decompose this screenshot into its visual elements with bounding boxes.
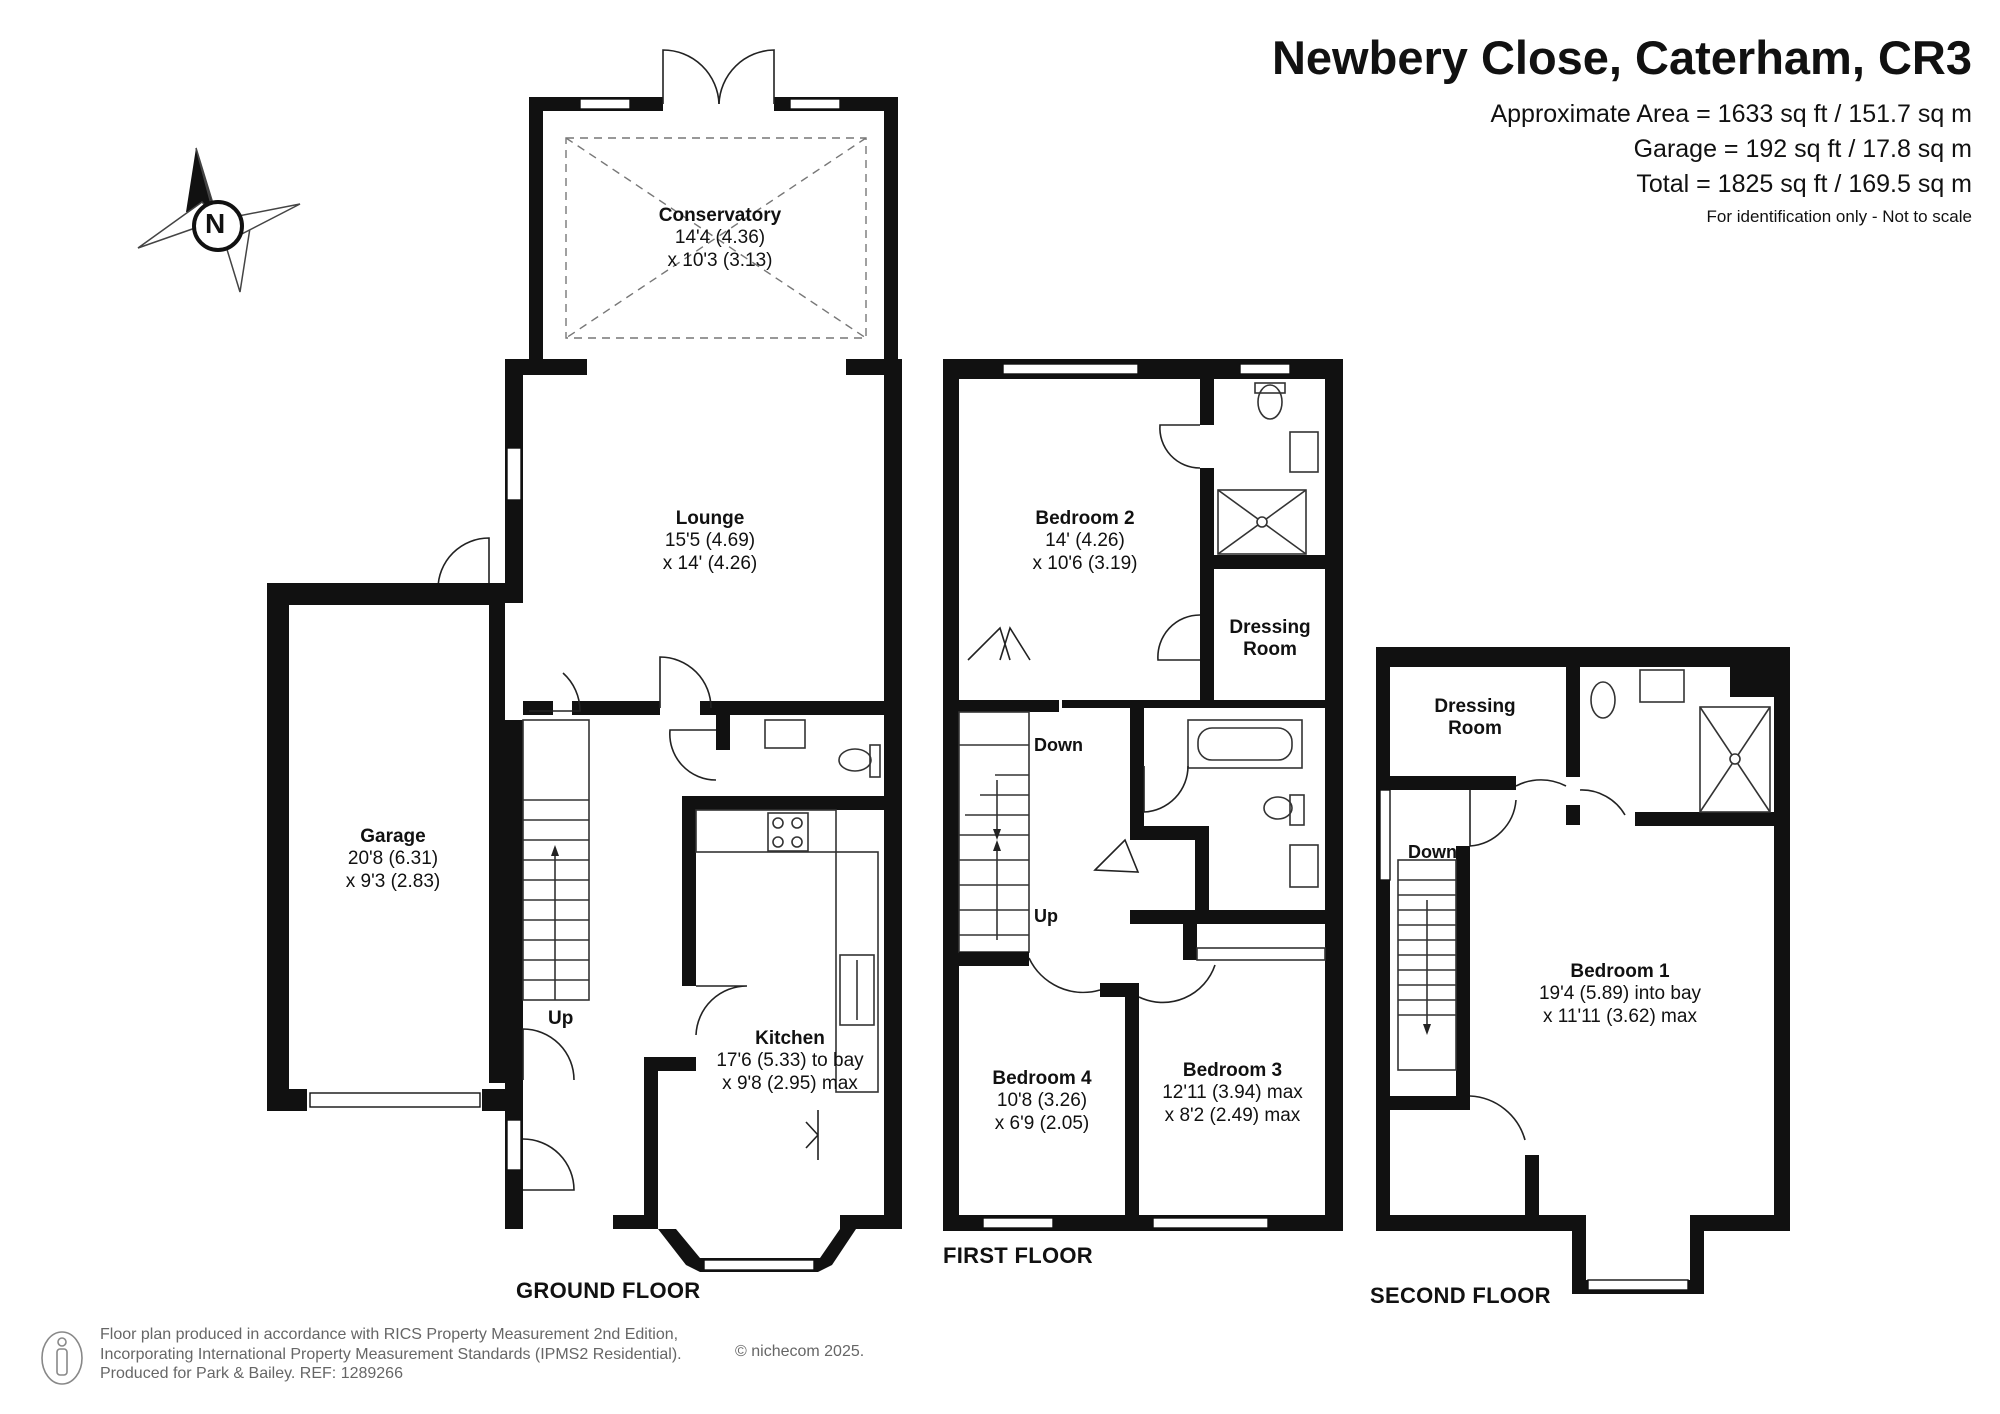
- first-floor-stairs: [959, 744, 1029, 940]
- second-floor-stairs: [1398, 879, 1456, 1035]
- second-floor-plan: [1376, 647, 1790, 1294]
- room-name: Bedroom 3: [1182, 1060, 1283, 1081]
- footer-notes: Floor plan produced in accordance with R…: [100, 1325, 682, 1384]
- room-name: Bedroom 1: [1570, 961, 1670, 982]
- room-name: Dressing: [1229, 617, 1311, 638]
- garage-label: Garage 20'8 (6.31) x 9'3 (2.83): [293, 826, 493, 893]
- room-dim: 17'6 (5.33) to bay: [716, 1050, 864, 1072]
- ground-stairs-up-label: Up: [548, 1008, 574, 1029]
- lounge-label: Lounge 15'5 (4.69) x 14' (4.26): [610, 508, 810, 575]
- total-area: Total = 1825 sq ft / 169.5 sq m: [1636, 170, 1972, 198]
- room-name: Bedroom 4: [992, 1068, 1092, 1089]
- first-floor-plan: [943, 359, 1343, 1231]
- footer-line: Floor plan produced in accordance with R…: [100, 1326, 679, 1343]
- ground-floor-plan: [267, 49, 902, 1272]
- compass-letter: N: [205, 208, 226, 239]
- copyright-credit: © nichecom 2025.: [735, 1343, 865, 1360]
- room-dim: x 11'11 (3.62) max: [1543, 1005, 1697, 1027]
- room-name: Dressing: [1434, 696, 1516, 717]
- scale-disclaimer: For identification only - Not to scale: [1706, 207, 1972, 226]
- room-name: Kitchen: [755, 1028, 825, 1049]
- room-name: Conservatory: [658, 205, 782, 226]
- room-dim: x 8'2 (2.49) max: [1164, 1104, 1301, 1126]
- person-scale-icon: [41, 1331, 83, 1385]
- room-name: Room: [1448, 718, 1502, 740]
- bedroom-2-label: Bedroom 2 14' (4.26) x 10'6 (3.19): [985, 508, 1185, 575]
- room-dim: x 9'3 (2.83): [345, 870, 441, 892]
- approximate-area: Approximate Area = 1633 sq ft / 151.7 sq…: [1490, 100, 1972, 128]
- room-dim: 19'4 (5.89) into bay: [1538, 983, 1702, 1005]
- second-dressing-room-label: Dressing Room: [1395, 696, 1555, 741]
- room-dim: 14' (4.26): [1045, 530, 1125, 552]
- first-stairs-up-label: Up: [1034, 906, 1058, 926]
- conservatory-label: Conservatory 14'4 (4.36) x 10'3 (3.13): [620, 205, 820, 272]
- room-name: Lounge: [675, 508, 745, 529]
- room-name: Garage: [360, 826, 426, 847]
- room-dim: x 14' (4.26): [662, 552, 758, 574]
- second-floor-title: SECOND FLOOR: [1370, 1283, 1551, 1308]
- room-name: Room: [1243, 639, 1297, 661]
- second-stairs-down-label: Down: [1408, 842, 1457, 862]
- bedroom-4-label: Bedroom 4 10'8 (3.26) x 6'9 (2.05): [962, 1068, 1122, 1135]
- kitchen-label: Kitchen 17'6 (5.33) to bay x 9'8 (2.95) …: [690, 1028, 890, 1095]
- room-dim: x 10'6 (3.19): [1032, 552, 1138, 574]
- room-dim: x 6'9 (2.05): [994, 1112, 1090, 1134]
- room-dim: 20'8 (6.31): [347, 848, 439, 870]
- room-dim: 12'11 (3.94) max: [1162, 1082, 1303, 1104]
- property-title: Newbery Close, Caterham, CR3: [1271, 31, 1972, 84]
- first-dressing-room-label: Dressing Room: [1210, 617, 1330, 662]
- bedroom-1-label: Bedroom 1 19'4 (5.89) into bay x 11'11 (…: [1500, 961, 1740, 1028]
- footer-line: Incorporating International Property Mea…: [100, 1345, 682, 1363]
- room-name: Bedroom 2: [1035, 508, 1135, 529]
- first-floor-title: FIRST FLOOR: [943, 1243, 1093, 1268]
- first-stairs-down-label: Down: [1034, 735, 1083, 755]
- ground-floor-stairs: [523, 799, 589, 1000]
- room-dim: 10'8 (3.26): [996, 1090, 1088, 1112]
- footer-line: Produced for Park & Bailey. REF: 1289266: [100, 1365, 403, 1383]
- room-dim: 15'5 (4.69): [664, 530, 756, 552]
- ground-floor-title: GROUND FLOOR: [516, 1278, 701, 1303]
- room-dim: 14'4 (4.36): [674, 227, 766, 249]
- garage-area: Garage = 192 sq ft / 17.8 sq m: [1633, 135, 1972, 163]
- room-dim: x 10'3 (3.13): [667, 249, 773, 271]
- room-dim: x 9'8 (2.95) max: [722, 1072, 858, 1094]
- compass-north-icon: [137, 147, 301, 293]
- bedroom-3-label: Bedroom 3 12'11 (3.94) max x 8'2 (2.49) …: [1140, 1060, 1325, 1127]
